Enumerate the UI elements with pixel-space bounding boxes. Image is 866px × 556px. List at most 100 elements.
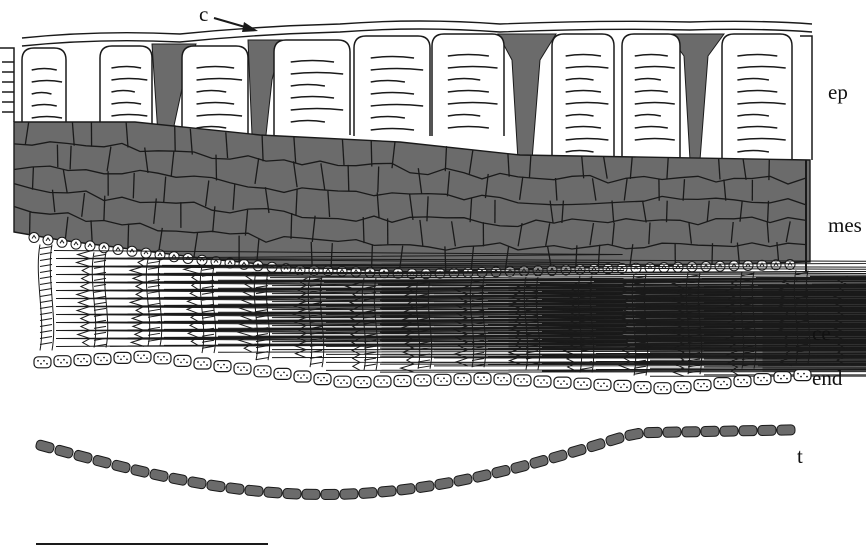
- endotesta-dot: [603, 382, 605, 384]
- wall-striation: [256, 358, 268, 360]
- tegmen-cell: [206, 480, 225, 493]
- endotesta-dot: [40, 363, 42, 365]
- endotesta-dot: [257, 369, 259, 371]
- endotesta-dot: [563, 380, 565, 382]
- endotesta-dot: [706, 386, 708, 388]
- endotesta-cell: [174, 355, 191, 366]
- wall-striation: [418, 366, 430, 368]
- endotesta-dot: [483, 376, 485, 378]
- crystal: [141, 248, 151, 258]
- wall-striation: [202, 316, 214, 318]
- endotesta-dot: [423, 378, 425, 380]
- endotesta-dot: [740, 382, 742, 384]
- tegmen-cell: [644, 427, 662, 437]
- endotesta-cell: [774, 372, 791, 383]
- endotesta-cell: [214, 361, 231, 372]
- endotesta-dot: [146, 357, 148, 359]
- endotesta-cell: [394, 376, 411, 387]
- endotesta-dot: [457, 377, 459, 379]
- endotesta-cell: [554, 377, 571, 388]
- endotesta-dot: [683, 385, 685, 387]
- mesophyll-wall: [291, 213, 292, 239]
- endotesta-dot: [283, 372, 285, 374]
- endotesta-dot: [180, 362, 182, 364]
- endotesta-dot: [500, 380, 502, 382]
- endotesta-dot: [680, 388, 682, 390]
- crystal: [85, 241, 95, 251]
- endotesta-dot: [506, 380, 508, 382]
- endotesta-dot: [57, 359, 59, 361]
- tegmen-cell: [586, 438, 606, 453]
- endotesta-dot: [340, 382, 342, 384]
- label-mesophyll: mes: [828, 215, 862, 236]
- endotesta-dot: [326, 380, 328, 382]
- endotesta-cell: [434, 374, 451, 385]
- wall-striation: [40, 301, 52, 303]
- endotesta-dot: [560, 383, 562, 385]
- endotesta-cell: [354, 377, 371, 388]
- tegmen-cell: [168, 473, 188, 486]
- wall-striation: [634, 372, 646, 374]
- tegmen-cell: [415, 480, 434, 493]
- wall-striation: [40, 307, 52, 309]
- tegmen-cell: [758, 425, 776, 435]
- endotesta-dot: [140, 357, 142, 359]
- wall-striation: [94, 302, 106, 304]
- mesophyll-wall: [33, 167, 34, 190]
- endotesta-dot: [106, 360, 108, 362]
- wall-striation: [202, 310, 214, 312]
- endotesta-dot: [626, 387, 628, 389]
- endotesta-dot: [317, 377, 319, 379]
- endotesta-dot: [460, 380, 462, 382]
- endotesta-dot: [77, 358, 79, 360]
- endotesta-dot: [766, 380, 768, 382]
- crystal: [729, 261, 739, 271]
- endotesta-dot: [300, 377, 302, 379]
- tegmen-cell: [548, 449, 568, 464]
- endotesta-dot: [183, 359, 185, 361]
- endotesta-dot: [517, 378, 519, 380]
- endotesta-dot: [123, 356, 125, 358]
- mesophyll-wall: [371, 141, 372, 167]
- wall-striation: [40, 289, 52, 291]
- endotesta-cell: [474, 373, 491, 384]
- endotesta-dot: [783, 375, 785, 377]
- tegmen-cell: [472, 469, 492, 483]
- endotesta-dot: [357, 380, 359, 382]
- wall-striation: [40, 313, 52, 315]
- endotesta-dot: [120, 359, 122, 361]
- endotesta-dot: [757, 377, 759, 379]
- endotesta-dot: [466, 380, 468, 382]
- wall-striation: [310, 362, 322, 364]
- crystal: [197, 255, 207, 265]
- endotesta-cell: [254, 366, 271, 377]
- label-endotesta: end: [812, 368, 842, 389]
- endotesta-dot: [397, 379, 399, 381]
- lumen-edge: [130, 258, 146, 346]
- endotesta-dot: [403, 379, 405, 381]
- endotesta-dot: [497, 377, 499, 379]
- tegmen-cell: [35, 439, 55, 453]
- wall-striation: [148, 309, 160, 311]
- endotesta-dot: [523, 378, 525, 380]
- tegmen-cell: [321, 489, 339, 499]
- endotesta-cell: [754, 374, 771, 385]
- epidermis-cell-edge: [0, 48, 14, 122]
- epidermis-cell: [552, 34, 614, 162]
- endotesta-dot: [46, 363, 48, 365]
- endotesta-cell: [694, 380, 711, 391]
- endotesta-dot: [406, 382, 408, 384]
- endotesta-dot: [320, 380, 322, 382]
- endotesta-dot: [343, 379, 345, 381]
- crystal: [673, 262, 683, 272]
- endotesta-dot: [557, 380, 559, 382]
- anticlinal-wall: [50, 245, 53, 351]
- endotesta-dot: [446, 380, 448, 382]
- endotesta-dot: [60, 362, 62, 364]
- tegmen-cell: [510, 460, 530, 474]
- endotesta-dot: [166, 359, 168, 361]
- tegmen-cell: [434, 477, 453, 490]
- endotesta-dot: [526, 381, 528, 383]
- tegmen-cell: [187, 476, 206, 489]
- endotesta-cell: [134, 351, 151, 362]
